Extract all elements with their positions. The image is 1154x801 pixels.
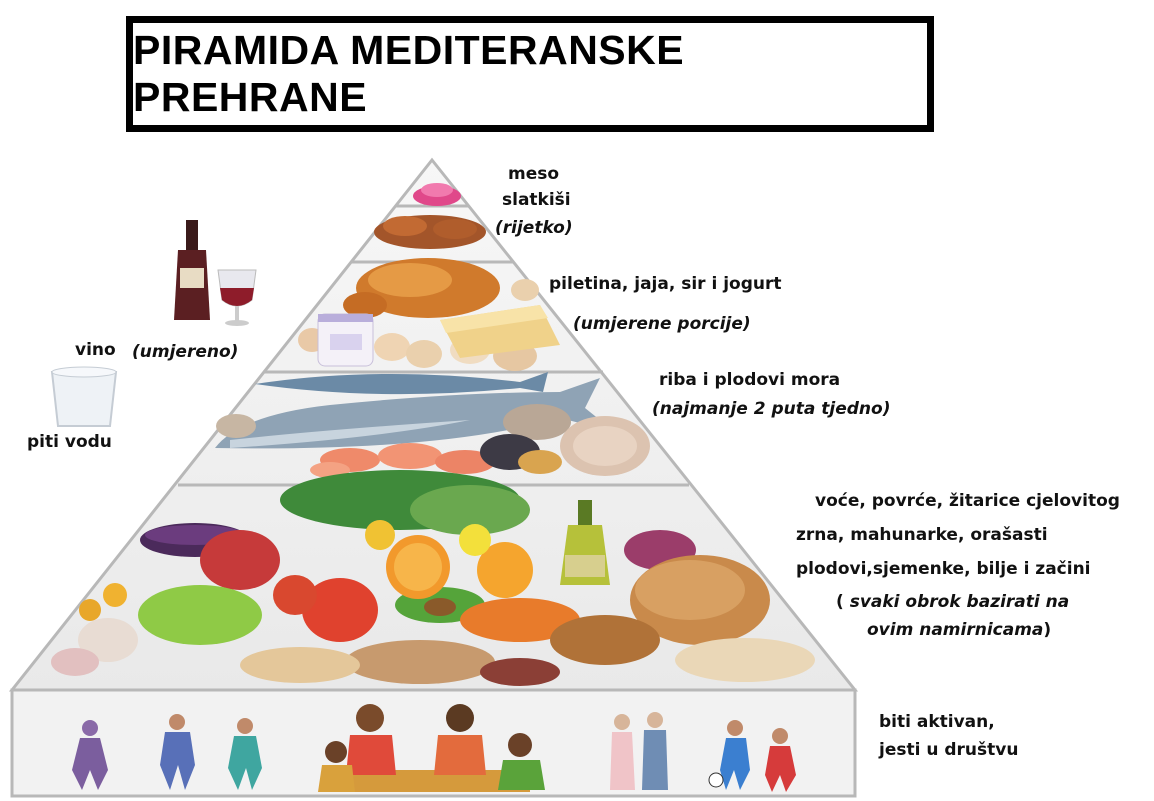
shrimp-icon xyxy=(310,443,495,478)
label-rarely: (rijetko) xyxy=(495,218,573,238)
label-active: biti aktivan, xyxy=(879,712,995,732)
label-eat-together: jesti u društvu xyxy=(879,740,1019,760)
label-base-line1: voće, povrće, žitarice cjelovitog xyxy=(815,491,1120,511)
family-eating-icon xyxy=(318,704,545,792)
label-fish: riba i plodovi mora xyxy=(659,370,841,390)
note-italic-1: svaki obrok bazirati na xyxy=(849,592,1070,612)
label-twice-weekly: (najmanje 2 puta tjedno) xyxy=(652,399,891,419)
label-base-note2: ovim namirnicama) xyxy=(867,616,1051,644)
label-sweets: slatkiši xyxy=(502,190,571,210)
note-suffix: ) xyxy=(1043,620,1052,640)
title-box: PIRAMIDA MEDITERANSKE PREHRANE xyxy=(126,16,934,132)
clam-icon xyxy=(216,404,650,476)
note-italic-2: ovim namirnicama xyxy=(867,620,1044,640)
yogurt-icon xyxy=(317,313,374,367)
label-poultry: piletina, jaja, sir i jogurt xyxy=(549,274,782,294)
wine-glass-icon xyxy=(217,269,257,326)
label-base-note1: ( svaki obrok bazirati na xyxy=(836,588,1069,616)
roast-chicken-icon xyxy=(343,258,500,318)
cheese-icon xyxy=(440,305,560,358)
olive-oil-icon xyxy=(560,500,610,585)
bread-icon xyxy=(240,555,815,686)
page-title: PIRAMIDA MEDITERANSKE PREHRANE xyxy=(133,27,685,120)
kids-playing-icon xyxy=(708,720,796,792)
label-base-line2: zrna, mahunarke, orašasti xyxy=(796,525,1048,545)
people-dancing-icon xyxy=(72,714,262,790)
label-water: piti vodu xyxy=(27,432,112,452)
people-walking-icon xyxy=(610,712,668,790)
fruit-icon xyxy=(79,520,533,621)
fish-icon xyxy=(215,372,615,449)
note-prefix: ( xyxy=(836,592,850,612)
label-meat: meso xyxy=(508,164,560,184)
label-wine-moderate: (umjereno) xyxy=(132,342,239,362)
label-wine: vino xyxy=(75,340,116,360)
pink-sweets-icon xyxy=(413,183,461,206)
label-moderate-portions: (umjerene porcije) xyxy=(573,314,751,334)
meat-icon xyxy=(374,215,486,249)
label-base-line3: plodovi,sjemenke, bilje i začini xyxy=(796,559,1091,579)
water-glass-icon xyxy=(50,366,118,427)
wine-bottle-icon xyxy=(174,220,210,320)
